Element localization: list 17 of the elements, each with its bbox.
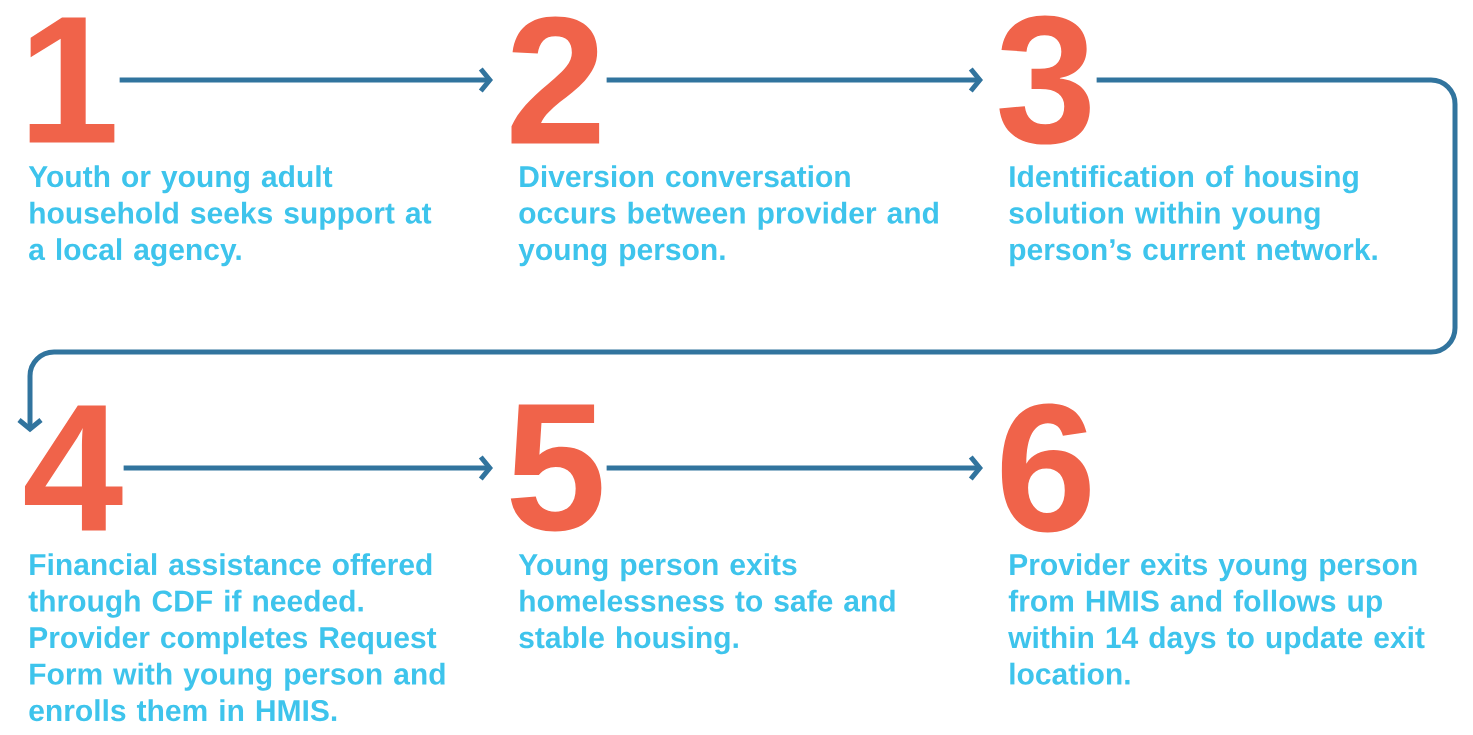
step-number: 2 bbox=[511, 16, 600, 144]
step-number: 3 bbox=[999, 15, 1090, 145]
step-description: Youth or young adult household seeks support at a local agency. bbox=[28, 165, 432, 267]
arrow bbox=[606, 67, 983, 93]
arrow bbox=[17, 77, 1458, 433]
step-description: Identification of housing solution within young person’s current network. bbox=[1009, 165, 1377, 267]
step-number: 4 bbox=[24, 405, 123, 531]
step-description: Diversion conversation occurs between provider and young person. bbox=[518, 165, 938, 267]
arrow bbox=[123, 455, 493, 481]
step-description: Young person exits homelessness to safe and stable housing. bbox=[518, 553, 895, 655]
arrow bbox=[606, 455, 983, 481]
step-description: Provider exits young person from HMIS and follows up within 14 days to update exit location. bbox=[1008, 553, 1425, 685]
step-description: Financial assistance offered through CDF if needed. Provider completes Request Form with young person and enrolls them in HMIS. bbox=[28, 553, 445, 722]
step-number: 5 bbox=[510, 404, 602, 532]
step-number: 6 bbox=[1001, 403, 1090, 533]
step-number: 1 bbox=[29, 17, 115, 143]
arrow bbox=[119, 67, 493, 93]
